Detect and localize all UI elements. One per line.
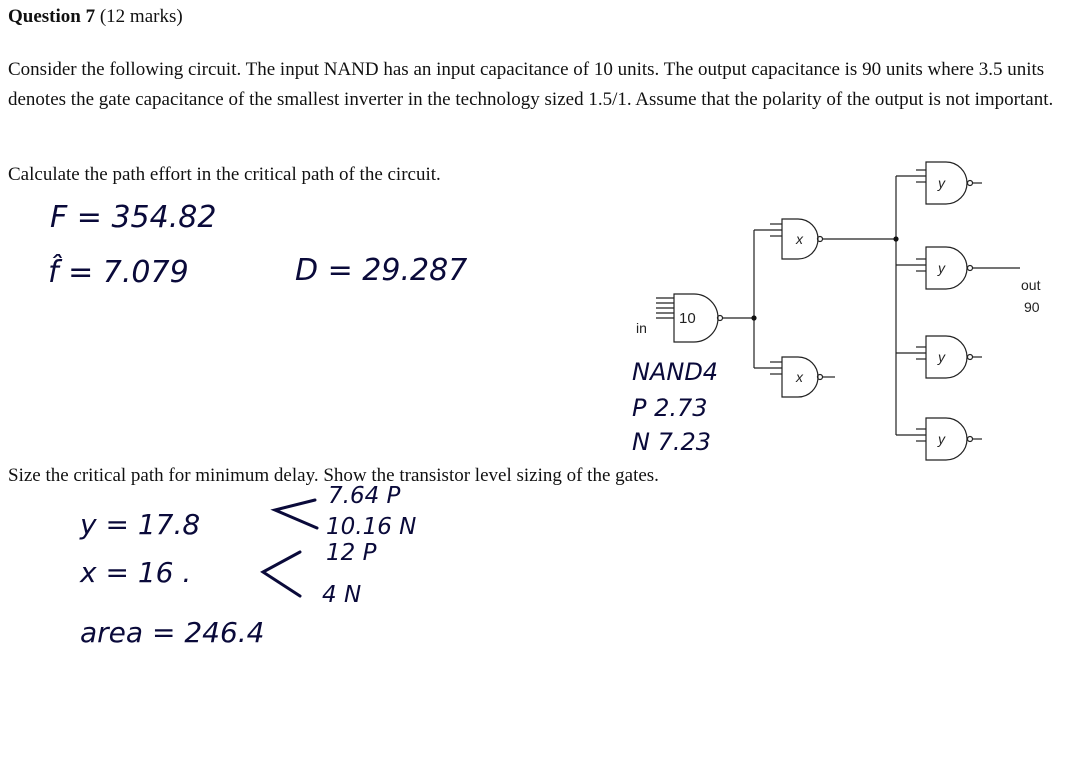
nand-size-label: 10 <box>679 310 696 327</box>
handwritten-y-pmos: 7.64 P <box>328 483 401 509</box>
y-gate-2 <box>925 246 968 290</box>
bracket-y <box>270 498 319 530</box>
y-gate-1-label: y <box>937 175 946 191</box>
output-label: out <box>1021 277 1041 293</box>
handwritten-stage-effort: f̂ = 7.079 <box>48 255 189 290</box>
handwritten-y-value: y = 17.8 <box>80 508 201 541</box>
x-gate-top-label: x <box>795 231 804 247</box>
handwritten-nand-n: N 7.23 <box>632 428 712 456</box>
input-label: in <box>636 320 647 336</box>
y-gate-2-label: y <box>937 260 946 276</box>
y-gate-3-label: y <box>937 349 946 365</box>
x-gate-bottom-label: x <box>795 369 804 385</box>
question-number: Question 7 <box>8 6 96 27</box>
handwritten-area: area = 246.4 <box>80 616 265 649</box>
handwritten-nand-label: NAND4 <box>632 358 719 386</box>
part-b-text: Size the critical path for minimum delay… <box>8 465 659 486</box>
y-gate-4 <box>925 417 968 461</box>
handwritten-nand-p: P 2.73 <box>632 394 708 422</box>
handwritten-x-nmos: 4 N <box>322 582 362 608</box>
part-a-text: Calculate the path effort in the critica… <box>8 164 441 185</box>
y-gate-3 <box>925 335 968 379</box>
bracket-x <box>260 550 302 598</box>
output-capacitance: 90 <box>1024 299 1040 315</box>
handwritten-x-value: x = 16 . <box>80 556 192 589</box>
handwritten-path-effort: F = 354.82 <box>50 200 217 235</box>
circuit-diagram: in 10 x x y y y y out 90 <box>636 161 1041 461</box>
handwritten-x-pmos: 12 P <box>326 540 377 566</box>
handwritten-delay: D = 29.287 <box>295 253 468 288</box>
handwritten-y-nmos: 10.16 N <box>326 514 417 540</box>
y-gate-4-label: y <box>937 431 946 447</box>
question-title: Question 7 (12 marks) <box>8 6 183 28</box>
y-gate-1 <box>925 161 968 205</box>
handwritten-brackets <box>260 498 319 598</box>
question-marks: (12 marks) <box>99 6 183 27</box>
question-intro: Consider the following circuit. The inpu… <box>8 59 1054 110</box>
